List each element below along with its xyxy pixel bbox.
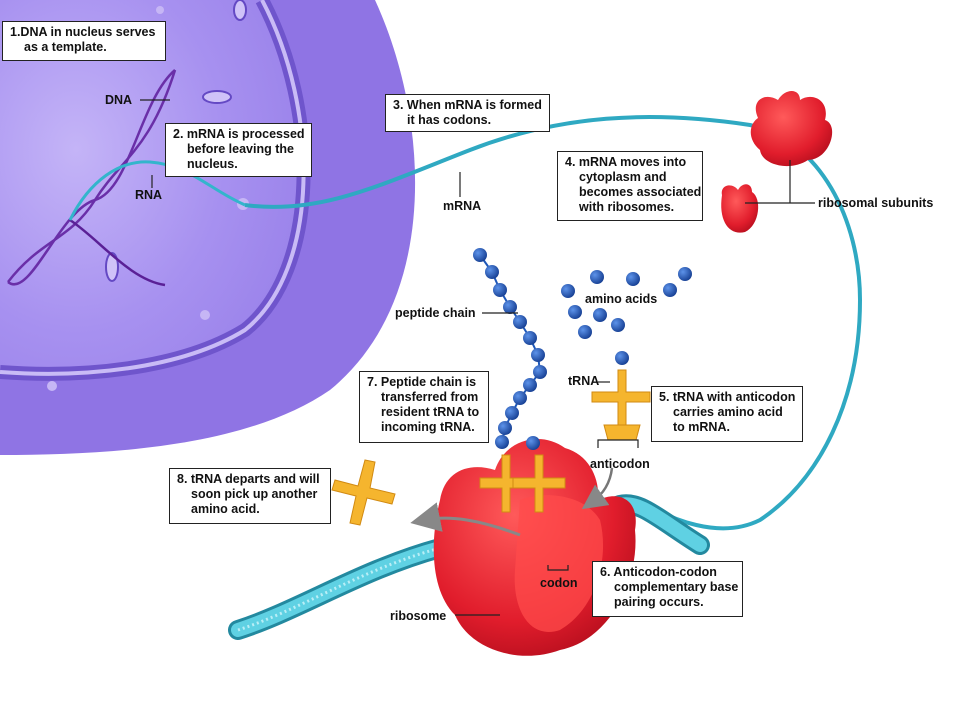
incoming-arrow [581,467,614,510]
ribosomal-subunit-large [750,91,833,167]
amino-acid-bead [498,421,512,435]
amino-acid-bead [503,300,517,314]
nuclear-pore [105,0,247,282]
label-peptide-chain: peptide chain [395,306,476,320]
label-anticodon: anticodon [590,457,650,471]
free-amino-acid [593,308,607,322]
step-5-box: 5. tRNA with anticodon carries amino aci… [651,386,803,442]
label-rna: RNA [135,188,163,202]
step-4-box: 4. mRNA moves into cytoplasm and becomes… [557,151,703,221]
label-dna: DNA [105,93,133,107]
label-amino-acids: amino acids [585,292,658,306]
amino-acid-bead [495,435,509,449]
label-ribosomal-subunits: ribosomal subunits [818,196,934,210]
amino-acid-bead [505,406,519,420]
amino-acid-bead [513,391,527,405]
free-amino-acid [578,325,592,339]
step-7-box: 7. Peptide chain is transferred from res… [359,371,489,443]
free-amino-acid [561,284,575,298]
label-ribosome: ribosome [390,609,447,623]
dna-helix [7,69,177,287]
amino-acid-bead [473,248,487,262]
departure-arrow [410,502,521,537]
amino-acid-bead [531,348,545,362]
step-8-box: 8. tRNA departs and will soon pick up an… [169,468,331,524]
trna-resident [479,454,566,513]
label-codon: codon [540,576,578,590]
free-amino-acid [626,272,640,286]
trna-departing [331,459,396,526]
amino-acid-bead [523,331,537,345]
step-1-box: 1.DNA in nucleus serves as a template. [2,21,166,61]
free-amino-acid [663,283,677,297]
rna-strand [68,160,246,221]
amino-acid-bead [523,378,537,392]
step-2-box: 2. mRNA is processed before leaving the … [165,123,312,177]
free-amino-acid [678,267,692,281]
leader-lines [140,99,815,616]
step-3-box: 3. When mRNA is formed it has codons. [385,94,550,132]
amino-acid-bead [493,283,507,297]
free-amino-acid [568,305,582,319]
amino-acid-bead [485,265,499,279]
peptide-chain-beads [473,248,547,449]
trna-incoming [591,369,651,441]
free-amino-acid [615,351,629,365]
free-amino-acid [611,318,625,332]
amino-acid-bead [513,315,527,329]
free-amino-acid [526,436,540,450]
free-amino-acid [590,270,604,284]
step-6-box: 6. Anticodon-codon complementary base pa… [592,561,743,617]
free-amino-acids [526,267,692,450]
ribosomal-subunit-small [721,184,759,233]
mrna-strand [244,115,863,531]
label-trna: tRNA [568,374,600,388]
label-mrna: mRNA [443,199,482,213]
amino-acid-bead [533,365,547,379]
